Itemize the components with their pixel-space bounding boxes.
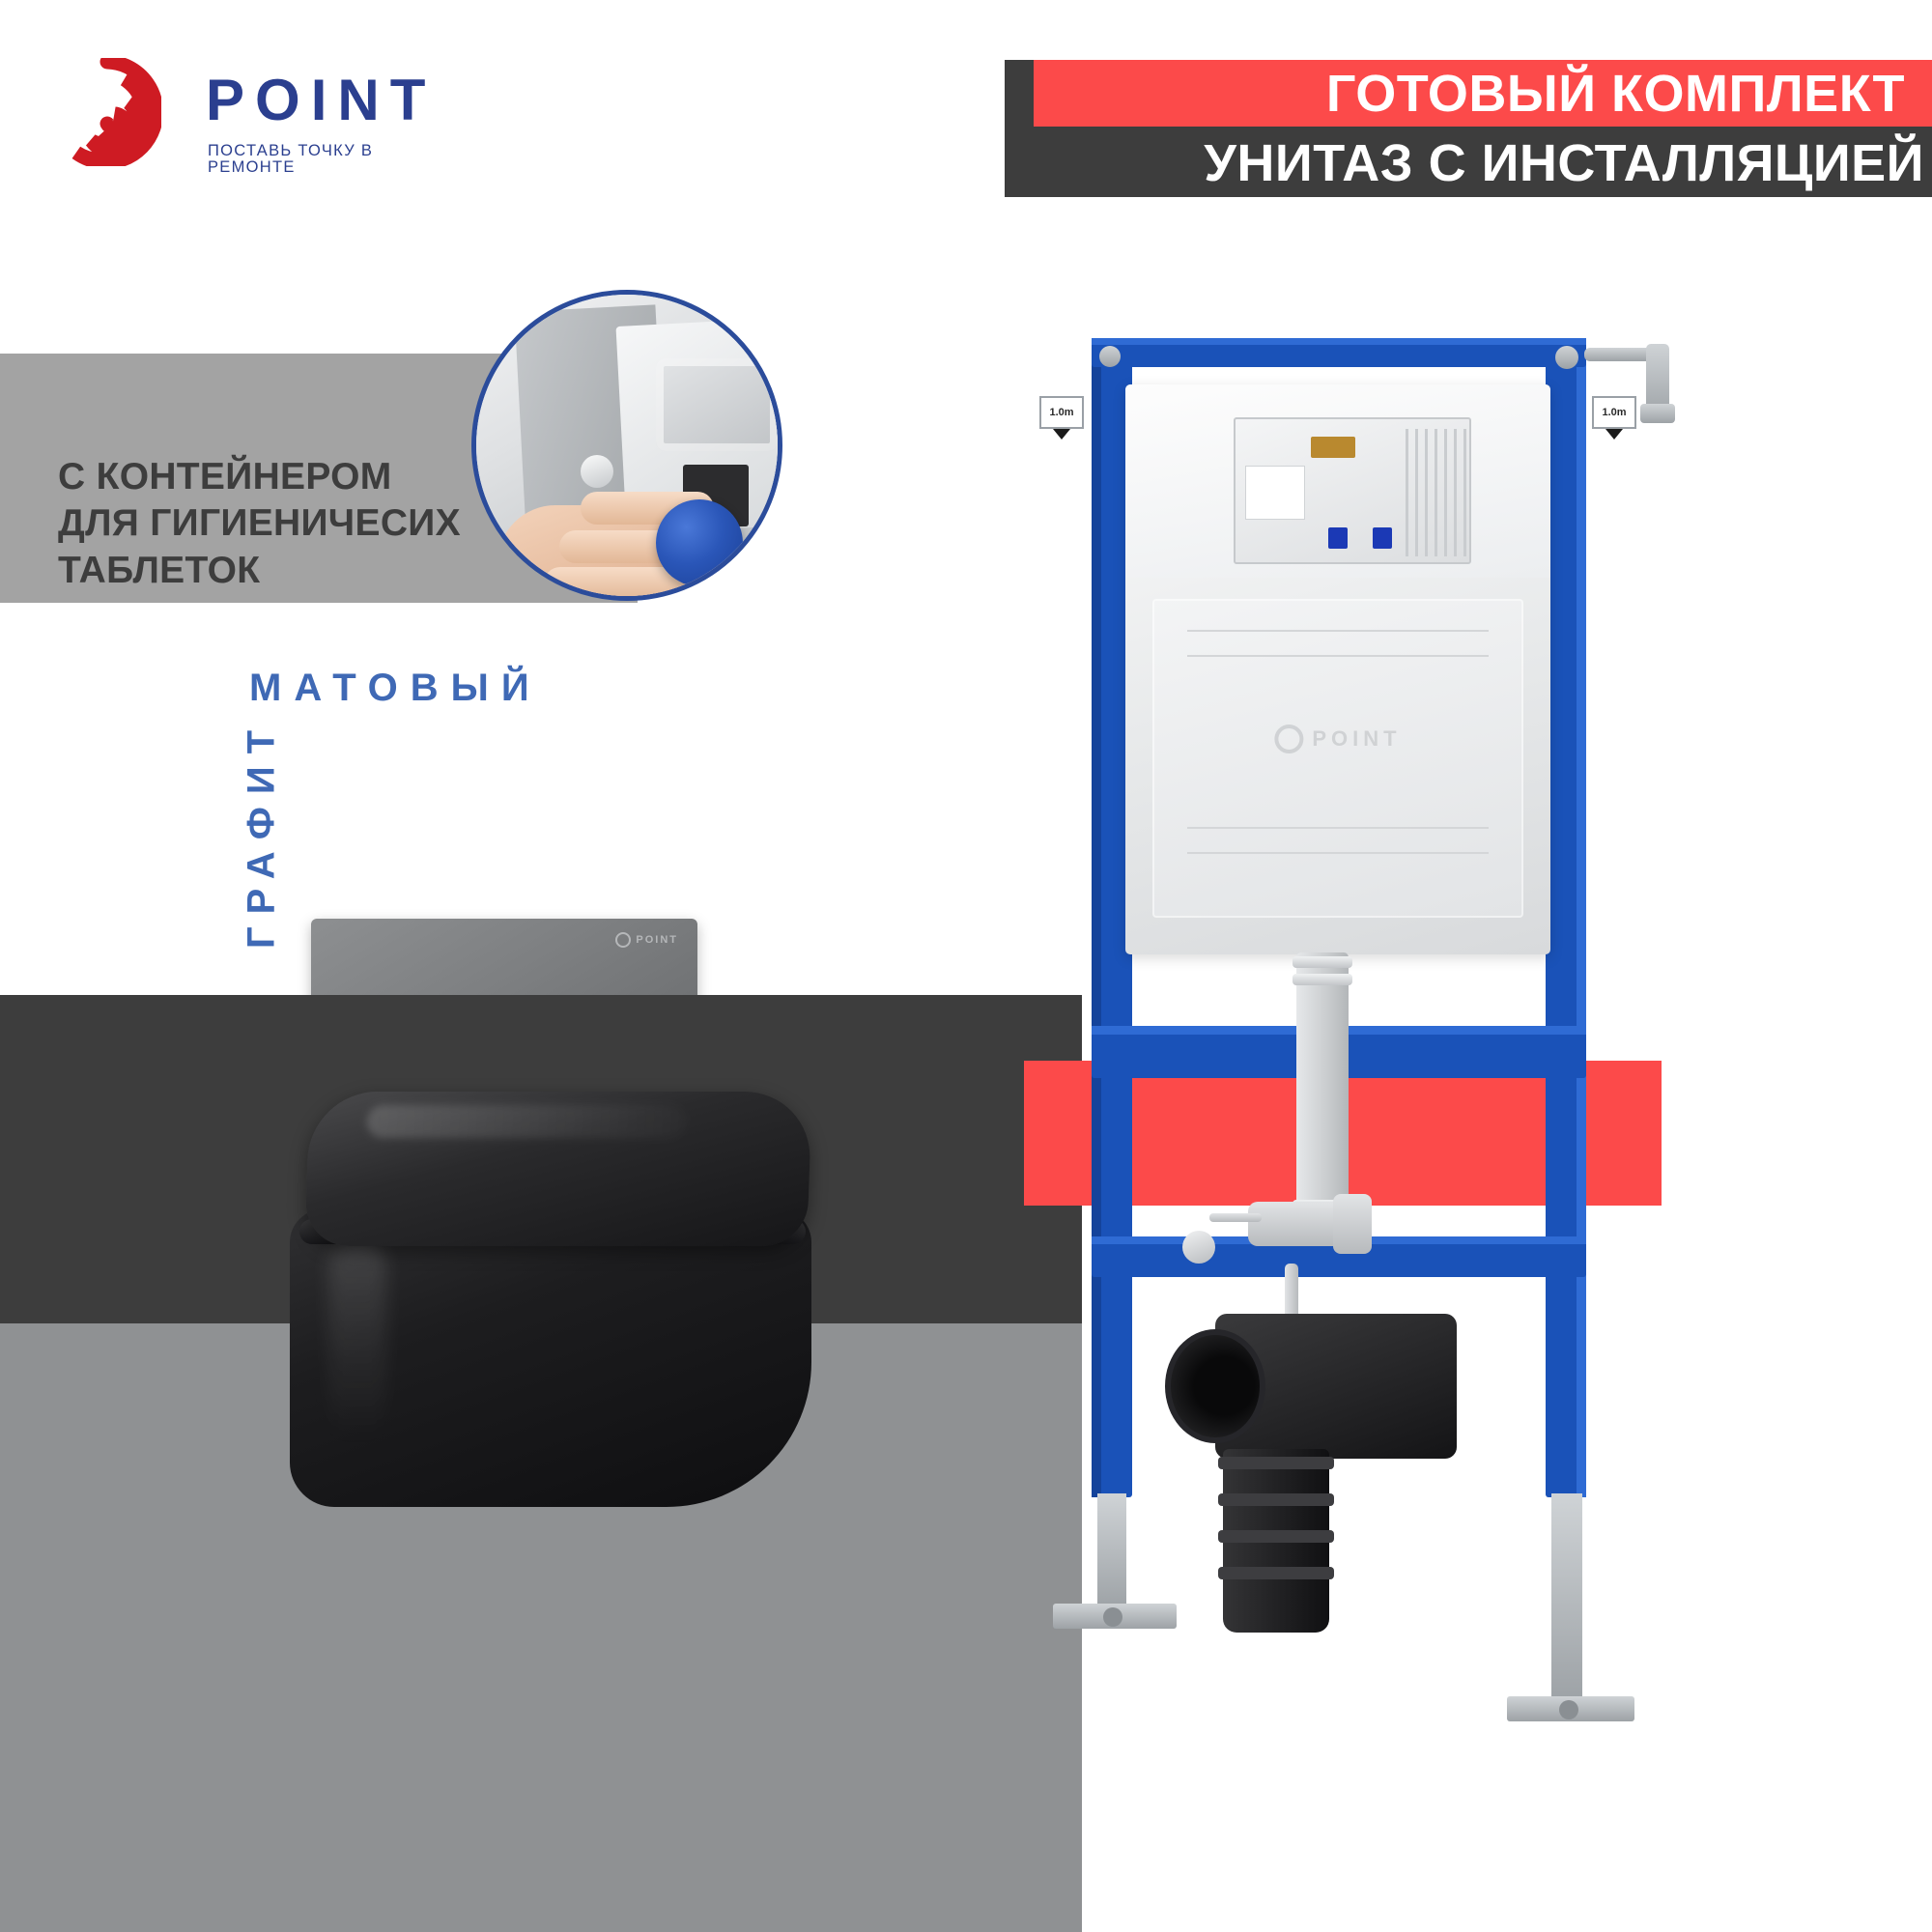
feature-line-1: С КОНТЕЙНЕРОМ — [58, 456, 392, 497]
scale-tag-left: 1.0m — [1039, 396, 1084, 429]
waste-outlet-elbow — [1165, 1314, 1457, 1459]
toilet-highlight — [328, 1238, 386, 1441]
cistern-logo-text: POINT — [1312, 726, 1402, 751]
concealed-cistern: POINT — [1125, 384, 1550, 954]
valve-chip — [1311, 437, 1355, 458]
label-graphite: ГРАФИТ — [240, 717, 283, 950]
waste-outlet-mouth — [1165, 1329, 1265, 1443]
cistern-logo: POINT — [1274, 724, 1401, 753]
spiral-icon — [53, 54, 164, 170]
toilet-lid-highlight — [366, 1105, 687, 1138]
flush-plate-logo: POINT — [615, 932, 678, 948]
banner-line-2: УНИТАЗ С ИНСТАЛЛЯЦИЕЙ — [1204, 133, 1924, 192]
toilet-body — [290, 1209, 811, 1507]
brand-name: POINT — [206, 68, 437, 132]
banner-line-1: ГОТОВЫЙ КОМПЛЕКТ — [1325, 64, 1905, 123]
feature-text: С КОНТЕЙНЕРОМ ДЛЯ ГИГИЕНИЧЕСИХ ТАБЛЕТОК — [58, 454, 473, 594]
cistern-top — [1125, 384, 1550, 578]
flush-plate-logo-text: POINT — [636, 934, 678, 946]
brand-tagline: ПОСТАВЬ ТОЧКУ В РЕМОНТЕ — [208, 142, 374, 176]
spiral-icon — [1274, 724, 1304, 753]
cistern-insulation-panel: POINT — [1152, 599, 1523, 918]
valve-button-right[interactable] — [1373, 527, 1392, 549]
brand-logo: POINT ПОСТАВЬ ТОЧКУ В РЕМОНТЕ — [53, 54, 459, 175]
scale-tag-right: 1.0m — [1592, 396, 1636, 429]
down-triangle-icon — [1053, 429, 1070, 440]
hand-with-tablet-icon — [471, 290, 782, 601]
flush-valve-unit — [1234, 417, 1471, 564]
valve-label — [1245, 466, 1305, 520]
down-triangle-icon — [1605, 429, 1623, 440]
valve-button-left[interactable] — [1328, 527, 1348, 549]
header-banner-red: ГОТОВЫЙ КОМПЛЕКТ — [1034, 60, 1932, 127]
feature-line-2: ДЛЯ ГИГИЕНИЧЕСИХ — [58, 502, 461, 545]
wall-hung-toilet — [290, 1092, 831, 1507]
spiral-icon — [615, 932, 632, 948]
toilet-lid — [304, 1092, 812, 1246]
label-matte: МАТОВЫЙ — [249, 667, 542, 709]
feature-line-3: ТАБЛЕТОК — [58, 549, 261, 591]
water-supply-fitting — [1182, 1179, 1372, 1271]
installation-frame: POINT 1.0m 1.0m — [1039, 338, 1797, 1884]
waste-outlet-downpipe — [1218, 1449, 1334, 1633]
